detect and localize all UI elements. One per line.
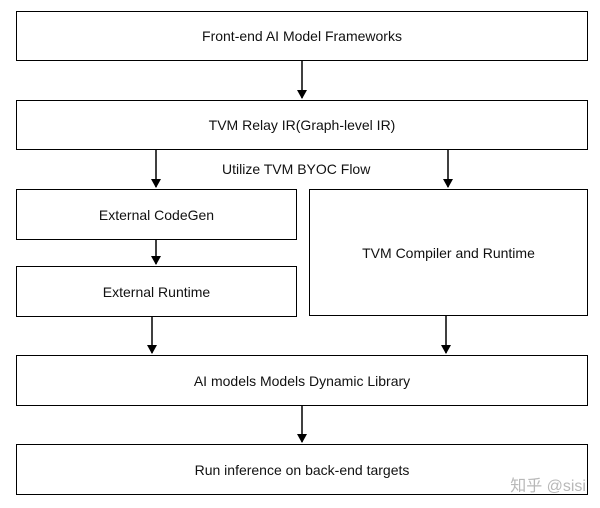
external-codegen-box: External CodeGen <box>16 189 297 240</box>
tvm-compiler-runtime-label: TVM Compiler and Runtime <box>362 244 535 261</box>
tvm-compiler-runtime-box: TVM Compiler and Runtime <box>309 189 588 316</box>
frameworks-label: Front-end AI Model Frameworks <box>202 28 402 44</box>
relay-ir-box: TVM Relay IR(Graph-level IR) <box>16 100 588 150</box>
inference-box: Run inference on back-end targets <box>16 444 588 495</box>
external-runtime-box: External Runtime <box>16 266 297 317</box>
watermark: 知乎 @sisi <box>510 478 586 495</box>
dynamic-library-box: AI models Models Dynamic Library <box>16 355 588 406</box>
external-codegen-label: External CodeGen <box>98 206 215 223</box>
inference-label: Run inference on back-end targets <box>194 461 410 478</box>
relay-ir-label: TVM Relay IR(Graph-level IR) <box>208 117 396 133</box>
dynamic-library-label: AI models Models Dynamic Library <box>193 372 411 389</box>
frameworks-box: Front-end AI Model Frameworks <box>16 11 588 61</box>
byoc-flow-label: Utilize TVM BYOC Flow <box>222 161 371 177</box>
external-runtime-label: External Runtime <box>102 283 211 300</box>
